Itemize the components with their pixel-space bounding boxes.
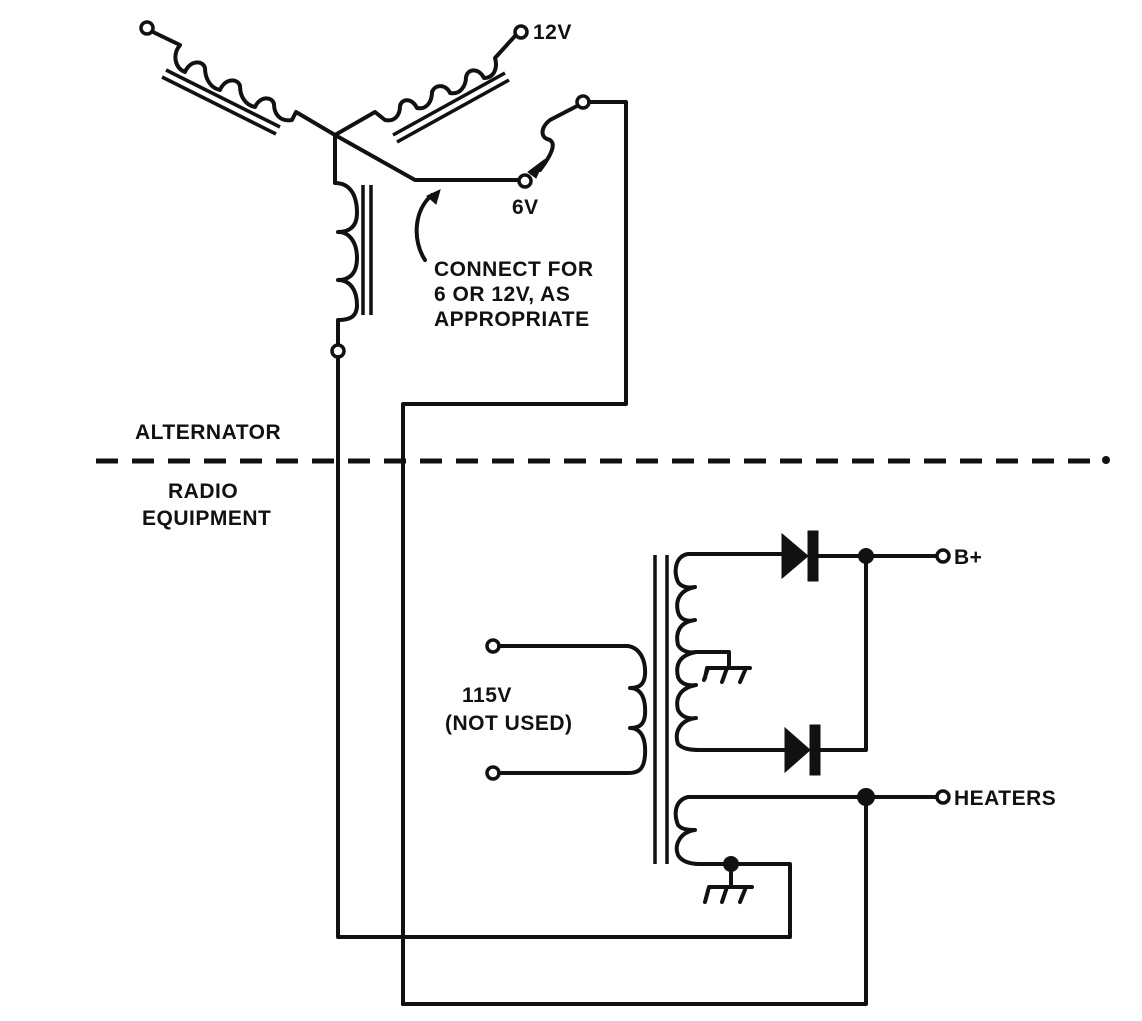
rectifier-diode-lower (784, 724, 821, 776)
wire-common-return (336, 355, 792, 939)
heater-winding-coil (673, 795, 868, 866)
core-line (161, 75, 277, 136)
divider-end (1102, 456, 1110, 464)
ground-symbol (702, 666, 752, 684)
winding-coil (151, 30, 337, 137)
diode-triangle (784, 726, 811, 774)
terminal-heaters (935, 789, 951, 805)
junction-heaters (857, 788, 875, 806)
label-equipment: EQUIPMENT (142, 507, 271, 530)
rectifier-diode-upper (781, 530, 819, 582)
label-12v: 12V (533, 21, 572, 44)
note-arrow (414, 193, 434, 262)
core-line (392, 71, 506, 137)
wire-diode-join (818, 554, 868, 752)
core-line (165, 68, 281, 129)
wire-selector-return (401, 100, 628, 1006)
label-alternator: ALTERNATOR (135, 421, 281, 444)
note-line-1: CONNECT FOR (434, 258, 594, 281)
alternator-winding-right (333, 24, 529, 144)
terminal-6v (517, 173, 533, 189)
ground-icon (703, 862, 754, 904)
note-line-3: APPROPRIATE (434, 308, 590, 331)
winding-coil (333, 34, 517, 137)
center-tap-wire (694, 650, 731, 670)
ground-icon (702, 666, 752, 684)
wire-heater-return (401, 795, 868, 1006)
diode-triangle (781, 532, 809, 580)
label-heaters: HEATERS (954, 787, 1056, 810)
ground-symbol (703, 862, 754, 904)
terminal-12v (513, 24, 529, 40)
alternator-winding-left (139, 20, 337, 137)
label-6v: 6V (512, 196, 539, 219)
jumper-wire (538, 104, 579, 172)
winding-coil (333, 133, 359, 347)
hv-secondary-coil (673, 552, 790, 752)
wire-6v-tap (333, 133, 521, 182)
label-not-used: (NOT USED) (445, 712, 573, 735)
terminal-left (139, 20, 155, 36)
alternator-winding-vertical (330, 133, 373, 359)
note-arrowhead (426, 189, 441, 205)
label-bplus: B+ (954, 546, 982, 569)
primary-coil (497, 644, 648, 775)
label-115v: 115V (462, 684, 512, 707)
jumper-arrowhead (527, 158, 546, 179)
note-line-2: 6 OR 12V, AS (434, 283, 570, 306)
terminal-bplus (935, 548, 951, 564)
label-radio: RADIO (168, 480, 238, 503)
core-line (396, 78, 510, 144)
transformer-primary (485, 638, 648, 781)
junction-bplus (858, 548, 874, 564)
